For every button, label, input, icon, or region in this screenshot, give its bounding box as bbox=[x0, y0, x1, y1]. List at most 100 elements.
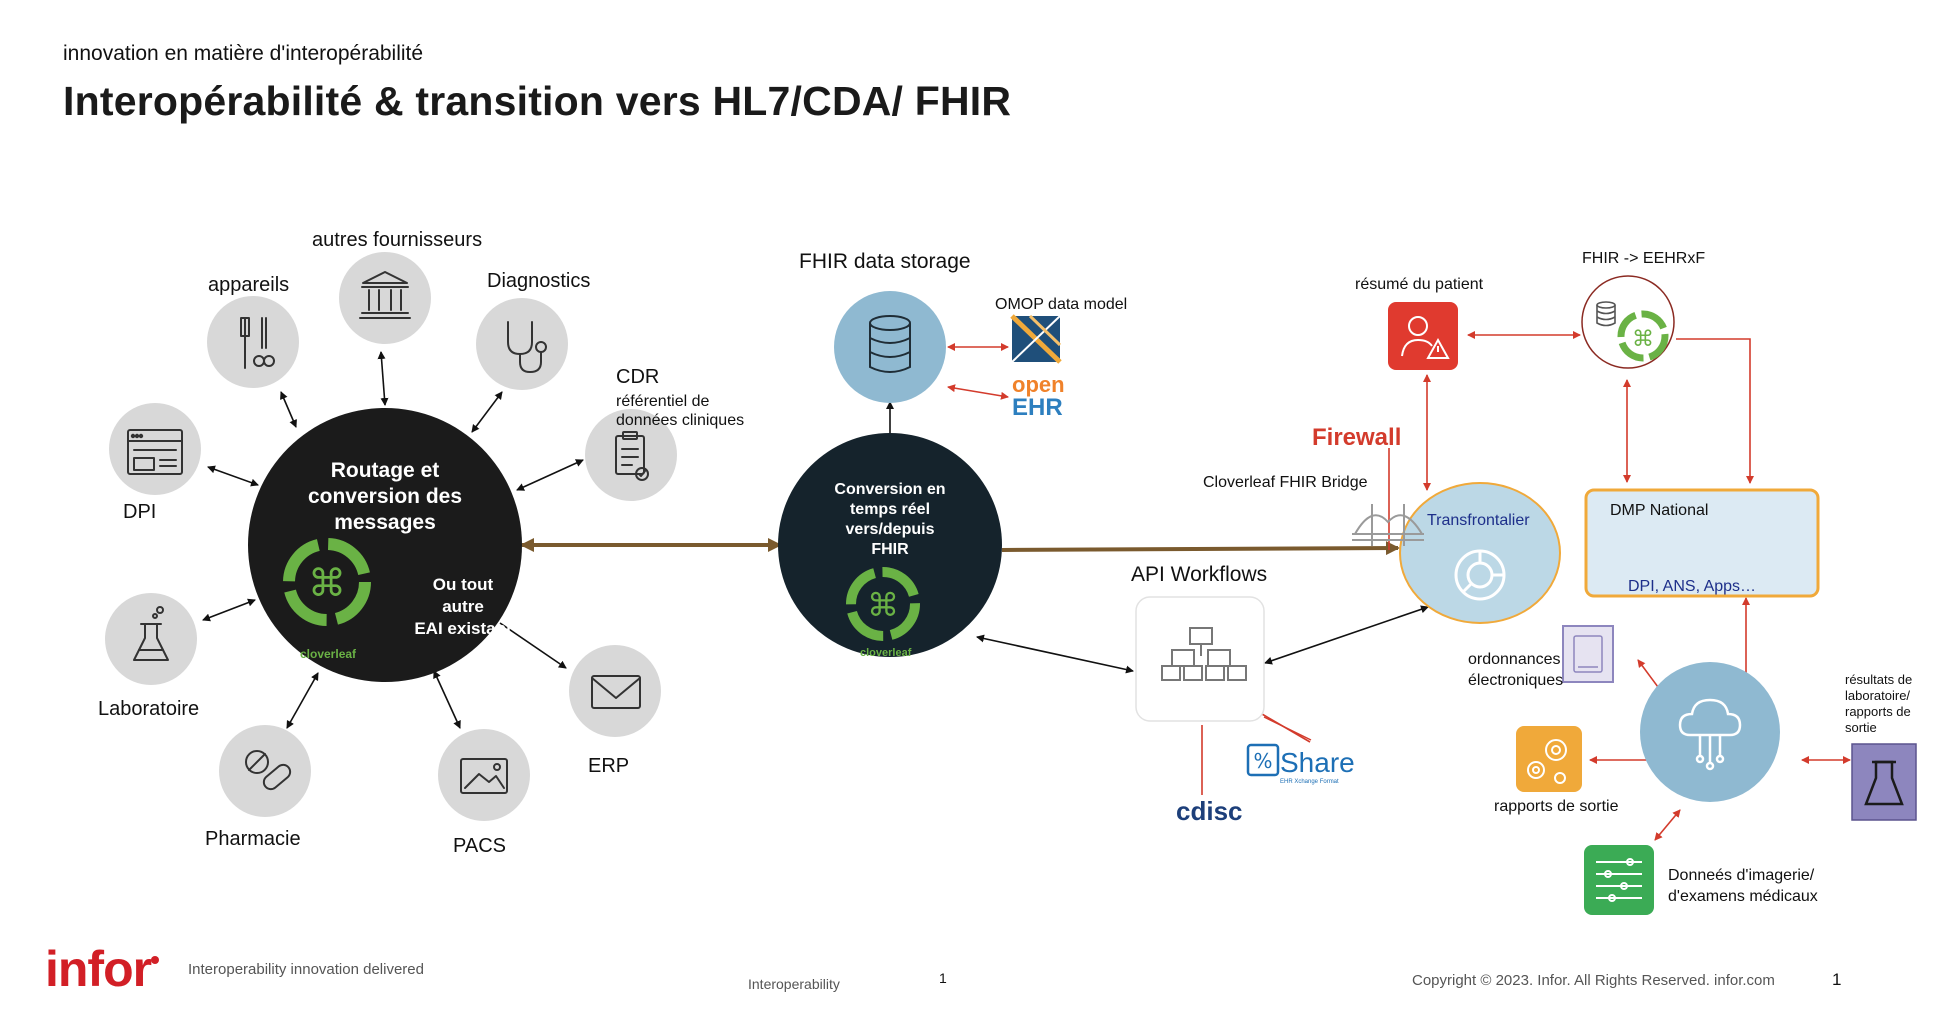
center-hub-line3: vers/depuis bbox=[845, 521, 935, 538]
fhir-storage-label: FHIR data storage bbox=[799, 250, 971, 273]
firewall-label: Firewall bbox=[1312, 424, 1402, 451]
transfrontalier-label: Transfrontalier bbox=[1427, 512, 1530, 529]
prescription-label: ordonnances électroniques bbox=[1468, 649, 1563, 691]
imaging-node[interactable] bbox=[1584, 845, 1654, 915]
lab-results-line3: rapports de bbox=[1845, 704, 1911, 719]
dmp-title: DMP National bbox=[1610, 502, 1709, 519]
source-arrows bbox=[202, 351, 584, 729]
lab-results-line4: sortie bbox=[1845, 720, 1877, 735]
api-arrow-left bbox=[976, 634, 1134, 674]
page-title: Interopérabilité & transition vers HL7/C… bbox=[63, 78, 1012, 124]
bridge-icon bbox=[1352, 504, 1424, 546]
autres-fournisseurs-label: autres fournisseurs bbox=[312, 229, 483, 251]
routing-hub-line3: messages bbox=[334, 511, 436, 534]
cdr-sub1: référentiel de bbox=[616, 393, 710, 410]
erp-label: ERP bbox=[588, 755, 630, 777]
footer-page-mid: 1 bbox=[939, 970, 947, 986]
prescription-line1: ordonnances bbox=[1468, 651, 1561, 668]
page-subtitle: innovation en matière d'interopérabilité bbox=[63, 42, 424, 65]
routing-hub-note3: EAI existant bbox=[414, 619, 512, 638]
footer-page-number: 1 bbox=[1832, 970, 1842, 989]
prescription-line2: électroniques bbox=[1468, 672, 1564, 689]
erp-node[interactable] bbox=[569, 645, 661, 737]
sliders-icon bbox=[1596, 858, 1642, 902]
pharmacie-node[interactable] bbox=[219, 725, 311, 817]
flask-icon bbox=[133, 606, 169, 661]
pacs-label: PACS bbox=[453, 835, 506, 857]
appareils-node[interactable] bbox=[207, 296, 299, 388]
red-arrows bbox=[947, 331, 1851, 841]
openehr-top: open bbox=[1012, 372, 1065, 397]
discharge-report-node[interactable] bbox=[1516, 726, 1582, 792]
svg-text:%: % bbox=[1253, 749, 1272, 773]
patient-summary-label: résumé du patient bbox=[1355, 276, 1484, 293]
routing-hub-line2: conversion des bbox=[307, 485, 463, 508]
fhir-conversion-hub[interactable] bbox=[778, 433, 1002, 657]
browser-window-icon bbox=[127, 429, 183, 475]
dmp-national-node[interactable] bbox=[1584, 488, 1820, 598]
api-arrow-right bbox=[1264, 605, 1429, 665]
cloud-node[interactable] bbox=[1640, 662, 1780, 802]
diagnostics-label: Diagnostics bbox=[487, 270, 591, 292]
prescription-node[interactable] bbox=[1562, 625, 1614, 683]
dmp-subtitle: DPI, ANS, Apps… bbox=[1628, 578, 1757, 595]
omop-logo-icon bbox=[1010, 314, 1062, 364]
lab-flask-icon bbox=[1864, 760, 1904, 806]
cloverleaf-logo-icon: ⌘ bbox=[283, 538, 371, 626]
eehrxf-database-icon: ⌘ bbox=[1596, 301, 1669, 362]
pills-icon bbox=[245, 750, 292, 791]
tablet-icon bbox=[1573, 635, 1603, 673]
appareils-label: appareils bbox=[208, 274, 290, 296]
envelope-icon bbox=[591, 675, 641, 709]
lab-results-line1: résultats de bbox=[1845, 672, 1913, 687]
center-hub-line2: temps réel bbox=[849, 501, 931, 518]
xshare-logo-icon: % Share EHR Xchange Format bbox=[1246, 743, 1355, 785]
image-icon bbox=[460, 758, 508, 794]
lab-results-node[interactable] bbox=[1851, 743, 1917, 821]
segment-ring-icon bbox=[1454, 549, 1506, 601]
left-logo-text: cloverleaf bbox=[300, 647, 357, 661]
routing-hub[interactable] bbox=[248, 408, 522, 682]
infor-logo: infor bbox=[45, 941, 152, 997]
cdr-node[interactable] bbox=[585, 409, 677, 501]
center-hub-line1: Conversion en bbox=[834, 481, 946, 498]
gears-icon bbox=[1527, 739, 1567, 784]
fhir-storage-node[interactable] bbox=[834, 291, 946, 403]
routing-hub-line1: Routage et bbox=[330, 459, 440, 482]
center-hub-line4: FHIR bbox=[871, 541, 909, 558]
svg-text:⌘: ⌘ bbox=[308, 561, 346, 605]
api-workflows-node[interactable] bbox=[1135, 596, 1265, 722]
routing-hub-note1: Ou tout bbox=[432, 575, 494, 594]
database-icon bbox=[869, 315, 911, 373]
svg-text:⌘: ⌘ bbox=[1632, 327, 1654, 352]
routing-hub-note2: autre bbox=[442, 597, 484, 616]
surgical-tools-icon bbox=[240, 317, 275, 369]
svg-text:⌘: ⌘ bbox=[867, 586, 899, 624]
bridge-link-arrow bbox=[1001, 541, 1400, 556]
clipboard-icon bbox=[615, 431, 649, 481]
patient-summary-node[interactable] bbox=[1388, 302, 1458, 370]
imaging-label: Donneés d'imagerie/ d'examens médicaux bbox=[1668, 865, 1818, 907]
routing-hub-note: Ou tout autre EAI existant bbox=[408, 574, 518, 640]
autres-fournisseurs-node[interactable] bbox=[339, 252, 431, 344]
diagnostics-node[interactable] bbox=[476, 298, 568, 390]
imaging-line1: Donneés d'imagerie/ bbox=[1668, 867, 1815, 884]
cloverleaf-logo-icon: ⌘ bbox=[846, 567, 920, 641]
pharmacie-label: Pharmacie bbox=[205, 828, 301, 850]
pacs-node[interactable] bbox=[438, 729, 530, 821]
omop-label: OMOP data model bbox=[995, 296, 1128, 313]
lab-results-line2: laboratoire/ bbox=[1845, 688, 1911, 703]
routing-hub-title: Routage et conversion des messages bbox=[280, 458, 490, 536]
imaging-line2: d'examens médicaux bbox=[1668, 888, 1818, 905]
lab-results-label: résultats de laboratoire/ rapports de so… bbox=[1845, 672, 1912, 736]
discharge-report-label: rapports de sortie bbox=[1494, 798, 1619, 815]
patient-alert-icon bbox=[1401, 316, 1450, 359]
laboratoire-node[interactable] bbox=[105, 593, 197, 685]
center-hub-text: Conversion en temps réel vers/depuis FHI… bbox=[810, 480, 970, 560]
api-workflows-label: API Workflows bbox=[1131, 563, 1268, 586]
center-logo-text: cloverleaf bbox=[860, 647, 912, 659]
laboratoire-label: Laboratoire bbox=[98, 698, 200, 720]
bridge-label: Cloverleaf FHIR Bridge bbox=[1203, 474, 1368, 491]
cdr-sub2: données cliniques bbox=[616, 412, 745, 429]
